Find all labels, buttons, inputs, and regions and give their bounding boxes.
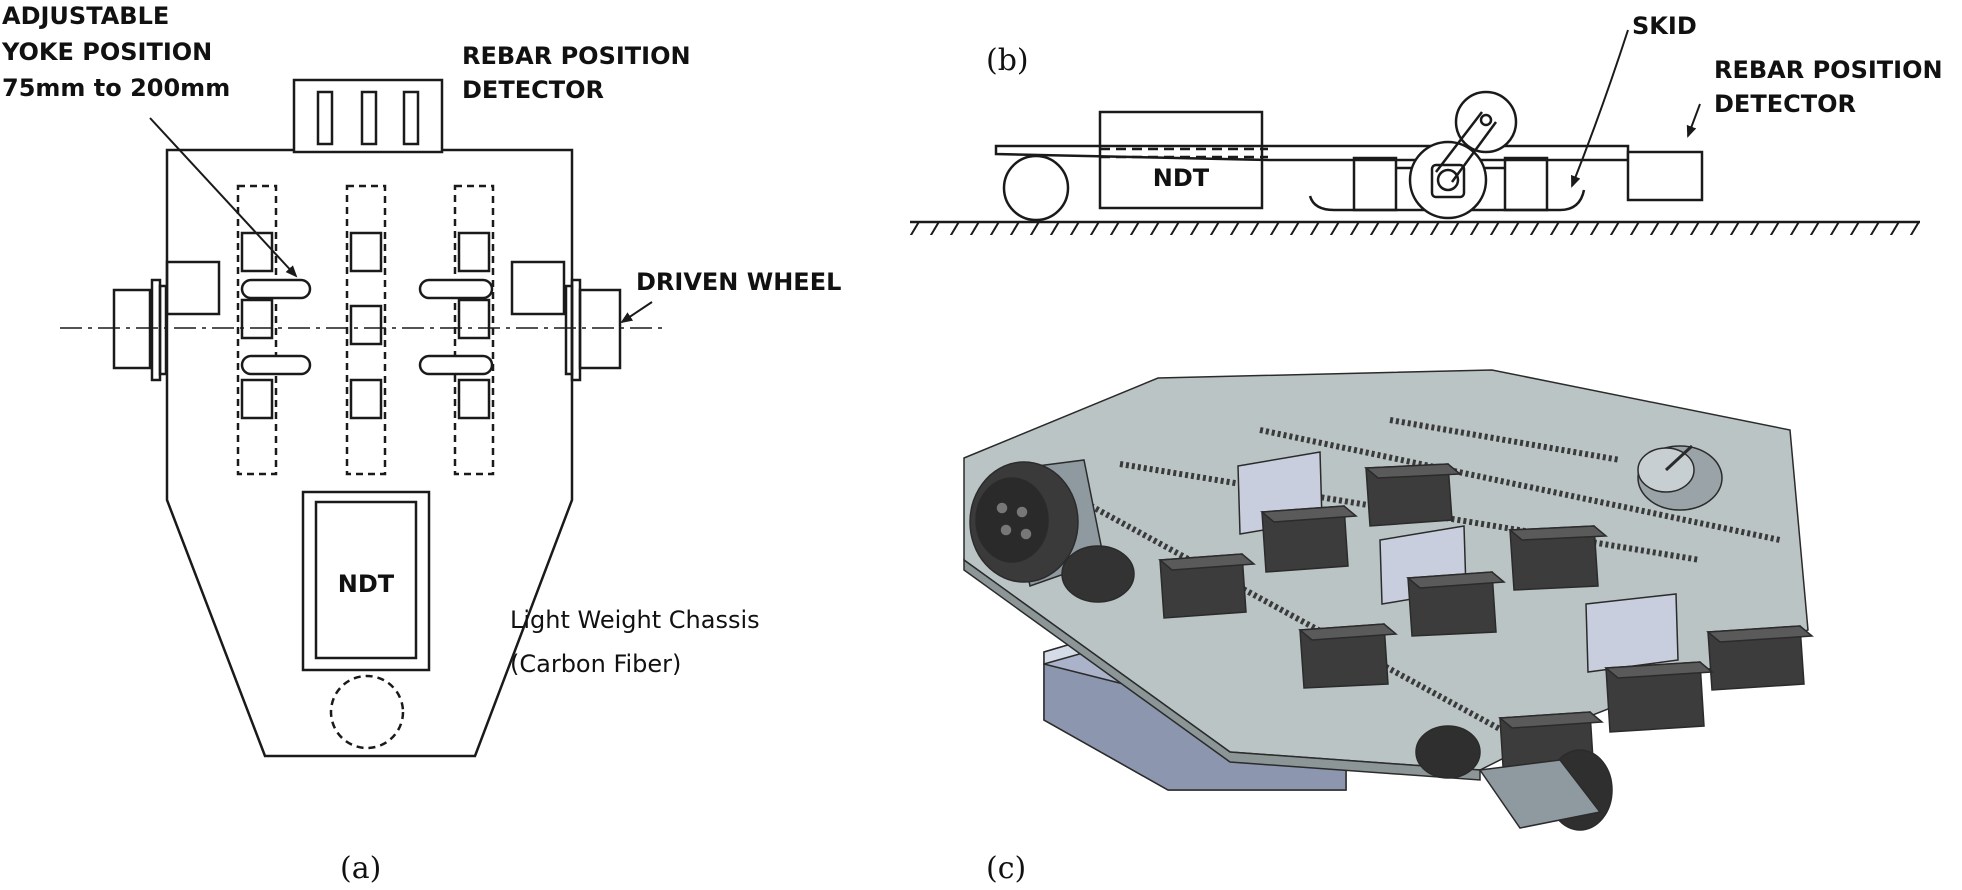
yoke-label-line-3: 75mm to 200mm xyxy=(2,74,230,102)
yoke-rails xyxy=(236,184,495,476)
panel-c-3d-render xyxy=(963,369,1814,831)
left-wheel-3d xyxy=(969,459,1135,603)
ndt-label-side: NDT xyxy=(1153,164,1210,192)
panel-b-side-view xyxy=(910,29,1920,235)
right-wheel-assembly xyxy=(510,260,622,382)
chassis-label-line-1: Light Weight Chassis xyxy=(510,606,760,634)
chassis-outline xyxy=(165,148,574,758)
wheel-arrow xyxy=(620,301,653,324)
caption-b: (b) xyxy=(986,43,1029,78)
adjustment-slots xyxy=(240,278,494,376)
right-wheel-3d xyxy=(1637,444,1723,511)
rebar-arrow-b xyxy=(1686,103,1701,138)
caster-wheel-side xyxy=(1002,154,1070,222)
caption-a: (a) xyxy=(340,851,381,886)
ndt-box-outer xyxy=(301,490,431,672)
rebar-label-b-line-1: REBAR POSITION xyxy=(1714,56,1943,84)
skid-label: SKID xyxy=(1632,12,1697,40)
yoke-label-line-1: ADJUSTABLE xyxy=(2,2,169,30)
ndt-box-side xyxy=(1098,110,1264,210)
left-wheel-assembly xyxy=(112,260,221,382)
yoke-arrow xyxy=(149,117,298,278)
yoke-label-line-2: YOKE POSITION xyxy=(1,38,212,66)
yoke-box-tops-3d xyxy=(1158,463,1814,729)
rebar-label-a-line-2: DETECTOR xyxy=(462,76,604,104)
ndt-label-top: NDT xyxy=(338,570,395,598)
rebar-detector-top xyxy=(292,78,444,154)
bottom-wheels-3d xyxy=(1415,725,1613,831)
panel-a-top-view xyxy=(60,78,665,758)
skid-arrow xyxy=(1571,29,1629,188)
caster-wheel-top xyxy=(329,674,405,750)
rebar-label-b-line-2: DETECTOR xyxy=(1714,90,1856,118)
rails-3d xyxy=(1078,417,1781,743)
rebar-label-a-line-1: REBAR POSITION xyxy=(462,42,691,70)
upper-wheel xyxy=(1454,90,1518,154)
chassis-label-line-2: (Carbon Fiber) xyxy=(510,650,681,678)
rebar-detector-side xyxy=(1626,150,1704,202)
caption-c: (c) xyxy=(986,851,1026,886)
driven-wheel-side xyxy=(1408,140,1488,220)
ground-hatch xyxy=(910,223,1920,235)
yoke-blocks xyxy=(240,231,491,420)
ndt-box-inner xyxy=(314,500,418,660)
driven-wheel-label: DRIVEN WHEEL xyxy=(636,268,841,296)
